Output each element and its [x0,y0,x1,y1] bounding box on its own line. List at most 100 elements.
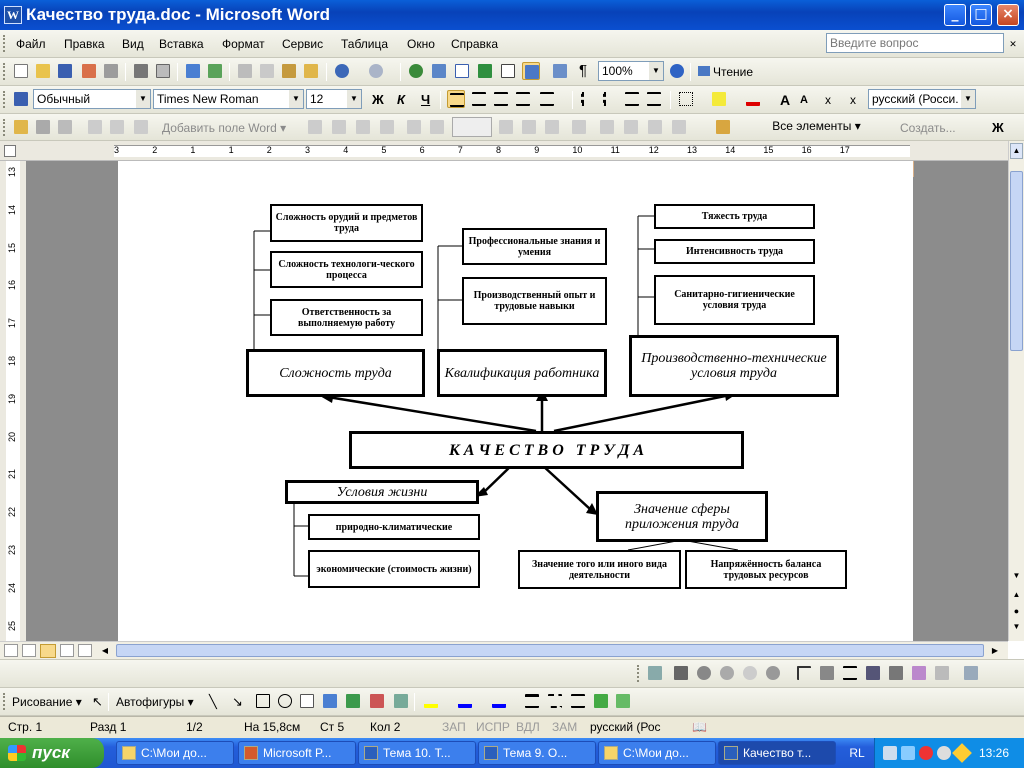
dash-style-icon[interactable] [546,692,564,710]
menu-insert[interactable]: Вставка [159,37,204,51]
increase-indent-icon[interactable] [645,90,663,108]
address-block-icon[interactable] [132,118,150,136]
outline-view-icon[interactable] [60,644,74,657]
menu-format[interactable]: Формат [222,37,265,51]
draw-menu-button[interactable]: Рисование ▾ [12,695,82,709]
text-color-icon[interactable] [490,692,508,710]
line-width-icon[interactable] [523,692,541,710]
shadow-style-icon[interactable] [592,692,610,710]
diagram-box-work-experience[interactable]: Производственный опыт и трудовые навыки [462,277,607,325]
highlight-fields-icon[interactable] [330,118,348,136]
align-left-icon[interactable] [447,90,465,108]
diagram-box-labor-balance[interactable]: Напряжённость баланса трудовых ресурсов [685,550,847,589]
tab-selector[interactable] [4,145,16,157]
check-errors-icon[interactable] [570,118,588,136]
help-question-input[interactable]: Введите вопрос [826,33,1004,53]
line-style-icon[interactable] [841,664,859,682]
set-transparent-icon[interactable] [933,664,951,682]
clock[interactable]: 13:26 [979,746,1010,760]
insert-picture-icon[interactable] [646,664,664,682]
menu-table[interactable]: Таблица [341,37,389,51]
fillin-field-icon[interactable] [56,118,74,136]
close-doc-icon[interactable]: ✕ [1009,39,1017,49]
next-record-icon[interactable] [497,118,515,136]
merge-email-icon[interactable] [646,118,664,136]
align-right-icon[interactable] [492,90,510,108]
diagram-box-labor-intensity[interactable]: Интенсивность труда [654,239,815,264]
normal-view-icon[interactable] [4,644,18,657]
scroll-thumb[interactable] [1010,171,1023,351]
autoshapes-menu-button[interactable]: Автофигуры ▾ [116,695,194,709]
font-select[interactable]: Times New Roman▼ [153,89,304,109]
maximize-button[interactable]: □ [970,4,992,26]
cut-icon[interactable] [236,62,254,80]
align-center-icon[interactable] [470,90,488,108]
scroll-up-icon[interactable]: ▲ [1010,143,1023,159]
diagram-box-labor-quality[interactable]: К А Ч Е С Т В О Т Р У Д А [349,431,744,469]
compress-icon[interactable] [864,664,882,682]
minimize-button[interactable]: _ [944,4,966,26]
clipart-icon[interactable] [368,692,386,710]
task-powerpoint[interactable]: Microsoft P... [238,741,356,765]
vertical-scrollbar[interactable]: ▲ ▼ ▲ ● ▼ [1008,141,1024,641]
rectangle-tool-icon[interactable] [254,692,272,710]
find-entry-icon[interactable] [543,118,561,136]
borders-icon[interactable] [677,90,695,108]
rotate-icon[interactable] [818,664,836,682]
status-record[interactable]: ЗАП [442,720,466,734]
font-size-select[interactable]: 12▼ [306,89,362,109]
match-fields-icon[interactable] [354,118,372,136]
status-track-changes[interactable]: ИСПР [476,720,510,734]
email-icon[interactable] [102,62,120,80]
reading-view-icon[interactable] [78,644,92,657]
columns-icon[interactable] [499,62,517,80]
font-color-icon[interactable] [744,90,762,108]
diagram-box-sanitary-conditions[interactable]: Санитарно-гигиенические условия труда [654,275,815,325]
recipients-icon[interactable] [108,118,126,136]
status-extend[interactable]: ВДЛ [516,720,540,734]
spelling-status-icon[interactable]: 📖 [692,720,707,734]
standard-toolbar-grip[interactable] [3,63,6,80]
styles-pane-icon[interactable] [12,90,30,108]
task-folder-2[interactable]: C:\Мои до... [598,741,716,765]
undo-icon[interactable] [333,62,351,80]
status-overtype[interactable]: ЗАМ [552,720,578,734]
styles-formatting-icon[interactable] [714,118,732,136]
print-icon[interactable] [132,62,150,80]
task-quality-doc[interactable]: Качество т... [718,741,836,765]
alert-icon[interactable] [952,743,972,763]
format-picture-icon[interactable] [910,664,928,682]
hyperlink-icon[interactable] [407,62,425,80]
status-language[interactable]: русский (Рос [590,720,661,734]
menu-file[interactable]: Файл [16,37,46,51]
last-record-icon[interactable] [520,118,538,136]
select-browse-object-icon[interactable]: ● [1013,606,1020,616]
line-spacing-icon[interactable] [538,90,556,108]
horizontal-scrollbar[interactable]: ◀ ▶ [0,641,1008,659]
print-layout-icon[interactable] [40,644,56,658]
propagate-labels-icon[interactable] [378,118,396,136]
language-select[interactable]: русский (Росси.▼ [868,89,976,109]
task-folder-1[interactable]: C:\Мои до... [116,741,234,765]
merge-fax-icon[interactable] [670,118,688,136]
open-folder-icon[interactable] [34,62,52,80]
menu-grip[interactable] [3,35,6,52]
drawing-toolbar-grip[interactable] [3,693,6,710]
first-record-icon[interactable] [405,118,423,136]
fill-color-icon[interactable] [422,692,440,710]
menu-help[interactable]: Справка [451,37,499,51]
less-brightness-icon[interactable] [764,664,782,682]
tables-borders-icon[interactable] [430,62,448,80]
save-icon[interactable] [56,62,74,80]
grow-font-icon[interactable]: A [780,92,791,108]
more-brightness-icon[interactable] [741,664,759,682]
italic-button[interactable]: К [397,92,405,107]
shrink-font-icon[interactable]: A [800,94,808,106]
horizontal-scroll-thumb[interactable] [116,644,984,657]
insert-image-icon[interactable] [392,692,410,710]
formatting-toolbar-grip[interactable] [3,91,6,108]
menu-edit[interactable]: Правка [64,37,105,51]
document-map-icon[interactable] [551,62,569,80]
forms-toolbar-grip[interactable] [3,119,6,136]
subscript-icon[interactable]: x [850,93,856,107]
